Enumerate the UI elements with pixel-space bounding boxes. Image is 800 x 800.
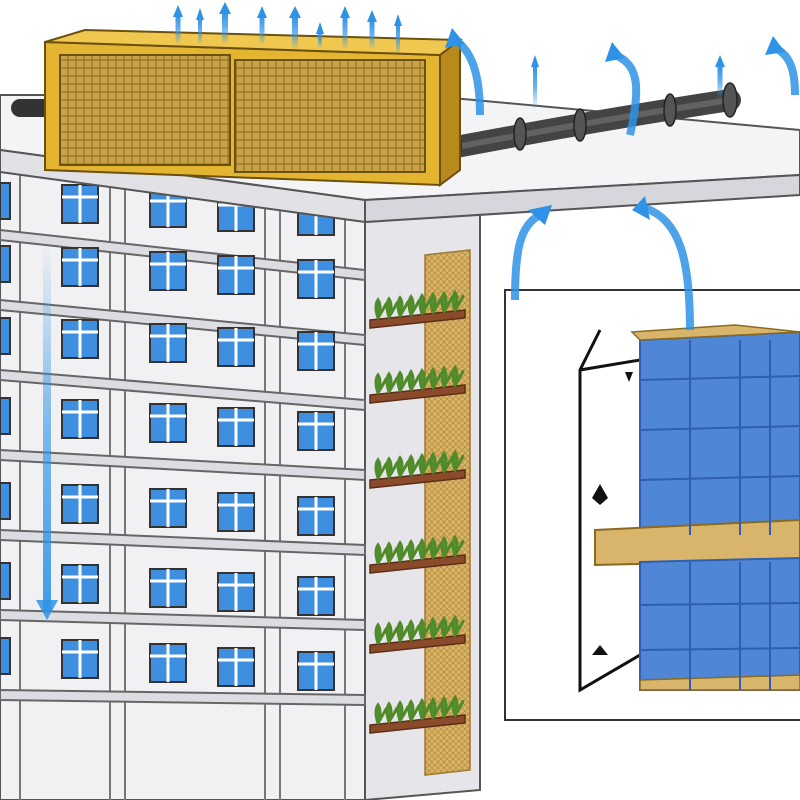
up-arrow-icon xyxy=(715,55,725,100)
window xyxy=(61,247,99,287)
window xyxy=(0,562,11,600)
up-arrow-icon xyxy=(531,55,539,110)
building xyxy=(0,168,481,800)
window xyxy=(297,651,335,691)
window xyxy=(149,488,187,528)
window xyxy=(61,484,99,524)
window xyxy=(61,184,99,224)
curved-arrow-icon xyxy=(511,205,552,301)
glass-grid xyxy=(639,340,800,690)
planter xyxy=(369,364,466,404)
curved-arrow-icon xyxy=(445,28,484,116)
window xyxy=(217,327,255,367)
window xyxy=(61,639,99,679)
glass-panel-upper xyxy=(639,330,800,542)
window xyxy=(217,407,255,447)
airflow-arrows xyxy=(36,2,799,620)
glass-panel-lower xyxy=(639,556,800,691)
up-arrow-icon xyxy=(289,6,301,50)
window xyxy=(149,323,187,363)
planter xyxy=(369,694,466,734)
curved-arrow-icon xyxy=(605,42,641,136)
up-arrow-icon xyxy=(219,2,231,45)
window xyxy=(0,317,11,355)
planter xyxy=(369,289,466,329)
planter xyxy=(369,449,466,489)
window xyxy=(297,411,335,451)
roof-edge-right xyxy=(364,173,800,224)
downflow-arrow-icon xyxy=(36,240,58,620)
window xyxy=(0,397,11,435)
up-arrow-icon xyxy=(173,5,183,45)
window xyxy=(0,245,11,283)
window xyxy=(149,568,187,608)
up-arrow-icon xyxy=(340,6,350,50)
filter-panel-left xyxy=(59,54,231,166)
window xyxy=(149,403,187,443)
window xyxy=(0,182,11,220)
window xyxy=(61,319,99,359)
window xyxy=(297,331,335,371)
window xyxy=(61,564,99,604)
planter xyxy=(369,534,466,574)
window xyxy=(217,492,255,532)
window xyxy=(297,259,335,299)
planter xyxy=(369,614,466,654)
window xyxy=(149,643,187,683)
window xyxy=(297,496,335,536)
rooftop-air-unit xyxy=(44,28,463,187)
curved-arrow-icon xyxy=(765,36,799,96)
planters-group xyxy=(369,289,466,734)
up-arrow-icon xyxy=(196,8,204,45)
up-arrow-icon xyxy=(394,14,402,55)
window xyxy=(0,637,11,675)
detail-inset xyxy=(504,289,800,721)
window xyxy=(217,255,255,295)
up-arrow-icon xyxy=(316,22,324,48)
wood-band xyxy=(594,518,800,567)
curved-arrow-icon xyxy=(632,196,694,331)
window xyxy=(297,576,335,616)
window xyxy=(0,482,11,520)
window xyxy=(149,251,187,291)
small-arrow-icon xyxy=(592,372,633,655)
window xyxy=(217,647,255,687)
air-unit-side xyxy=(439,38,461,187)
up-arrow-icon xyxy=(367,10,377,50)
glass-panel-lower-base xyxy=(639,674,800,691)
window xyxy=(217,572,255,612)
up-arrow-icon xyxy=(257,6,267,45)
green-wall xyxy=(369,249,471,776)
floor-slabs xyxy=(0,228,366,707)
filter-panel-right xyxy=(234,59,426,173)
glass-panel-upper-top xyxy=(630,324,800,341)
inset-bracket xyxy=(578,329,641,693)
windows-group xyxy=(0,182,335,691)
window xyxy=(61,399,99,439)
